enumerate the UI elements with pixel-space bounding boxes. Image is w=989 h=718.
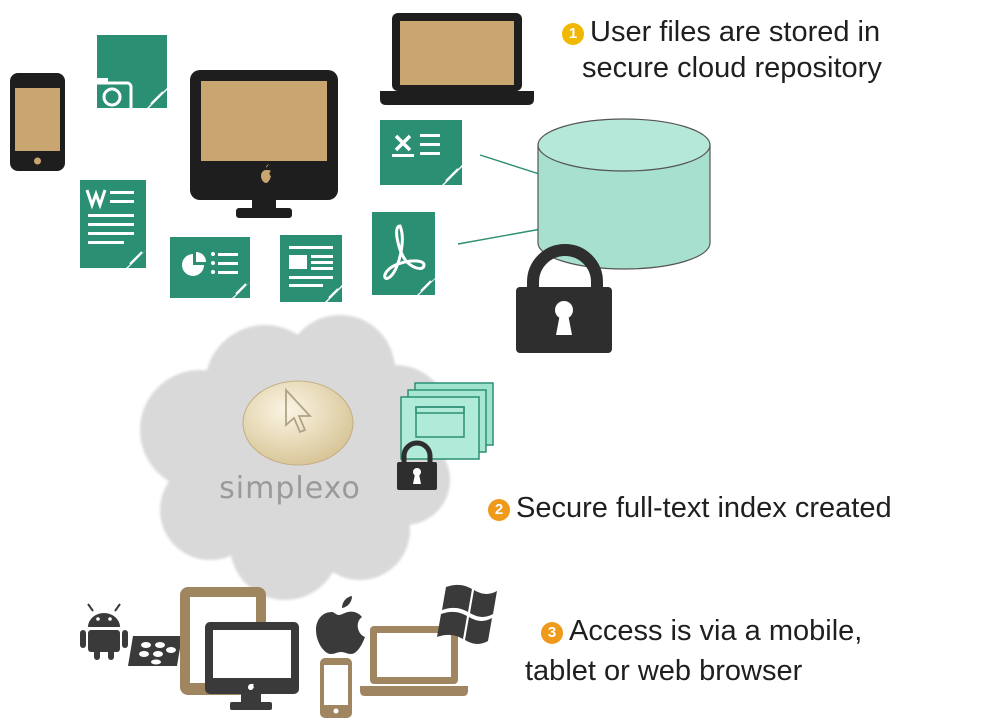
- step-1-line-2: secure cloud repository: [582, 52, 882, 84]
- word-file-icon: [80, 180, 146, 268]
- blackberry-icon: [128, 636, 182, 666]
- step-1-caption: 1 User files are stored in secure cloud r…: [562, 14, 882, 86]
- stacked-windows-icon: [400, 382, 494, 460]
- step-3-badge: 3: [541, 622, 563, 644]
- desktop-icon: [205, 622, 299, 710]
- step-2-line-1: Secure full-text index created: [516, 492, 892, 524]
- desktop-monitor-icon: [190, 70, 338, 218]
- step-3-line-2: tablet or web browser: [525, 655, 803, 687]
- document-file-icon: [280, 235, 342, 302]
- pdf-file-icon: [372, 212, 435, 295]
- laptop-icon: [380, 13, 534, 105]
- small-padlock-icon: [397, 440, 437, 490]
- step-3-caption: 3 Access is via a mobile, tablet or web b…: [515, 613, 862, 689]
- windows-icon: [437, 584, 497, 644]
- smartphone-icon: [10, 73, 65, 171]
- spreadsheet-file-icon: [380, 120, 462, 185]
- step-1-line-1: User files are stored in: [590, 16, 881, 48]
- android-icon: [80, 603, 128, 660]
- database-cylinder-icon: [537, 118, 711, 270]
- step-2-caption: 2 Secure full-text index created: [488, 490, 892, 526]
- logo-text: simplexo: [219, 471, 361, 506]
- chart-file-icon: [170, 237, 250, 298]
- camera-file-icon: [87, 35, 167, 113]
- apple-icon: [316, 596, 365, 654]
- step-1-badge: 1: [562, 23, 584, 45]
- padlock-icon: [516, 244, 612, 353]
- phone-icon: [320, 658, 352, 718]
- step-3-line-1: Access is via a mobile,: [569, 615, 863, 647]
- step-2-badge: 2: [488, 499, 510, 521]
- laptop-icon: [360, 626, 468, 696]
- cursor-egg-logo: [242, 380, 354, 466]
